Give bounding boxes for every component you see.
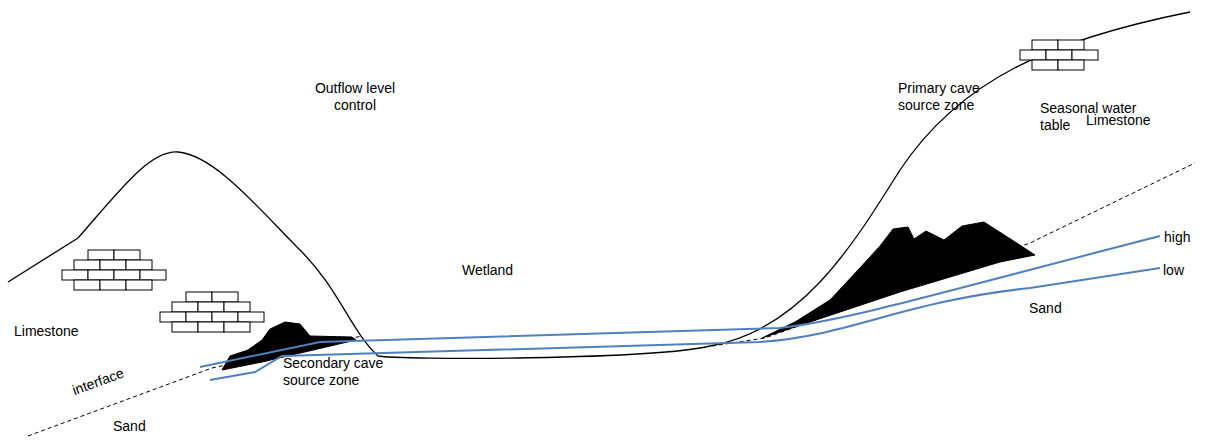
brick [114,250,140,260]
limestone-symbol [62,40,1098,332]
brick [186,312,212,322]
brick [1046,50,1072,60]
brick [1058,60,1084,70]
brick [198,302,224,312]
water-table-high [200,236,1160,367]
brick [238,312,264,322]
brick [1020,50,1046,60]
brick [224,302,250,312]
brick [126,260,152,270]
brick [74,260,100,270]
region-label: Primary cave source zone [898,80,1008,114]
brick [74,280,100,290]
region-label: high [1164,229,1190,246]
brick [172,302,198,312]
brick [88,270,114,280]
brick [88,250,114,260]
brick [100,260,126,270]
ground-surface [8,12,1190,358]
region-label: Limestone [14,323,79,340]
brick [172,322,198,332]
brick [224,322,250,332]
brick [212,292,238,302]
brick [1072,50,1098,60]
brick [114,270,140,280]
region-label: Outflow level control [300,80,410,114]
brick [100,280,126,290]
interface-line [712,163,1195,346]
brick [62,270,88,280]
region-label: Sand [113,418,146,435]
region-label: interface [70,365,126,399]
brick [160,312,186,322]
brick [1032,40,1058,50]
region-label: low [1163,262,1184,279]
brick [198,322,224,332]
brick [186,292,212,302]
region-label: Secondary cave source zone [283,355,398,389]
brick [126,280,152,290]
region-label: Wetland [462,262,513,279]
region-label: Seasonal water table [1040,100,1140,134]
brick [1058,40,1084,50]
brick [212,312,238,322]
brick [1032,60,1058,70]
brick [140,270,166,280]
region-label: Sand [1029,300,1062,317]
